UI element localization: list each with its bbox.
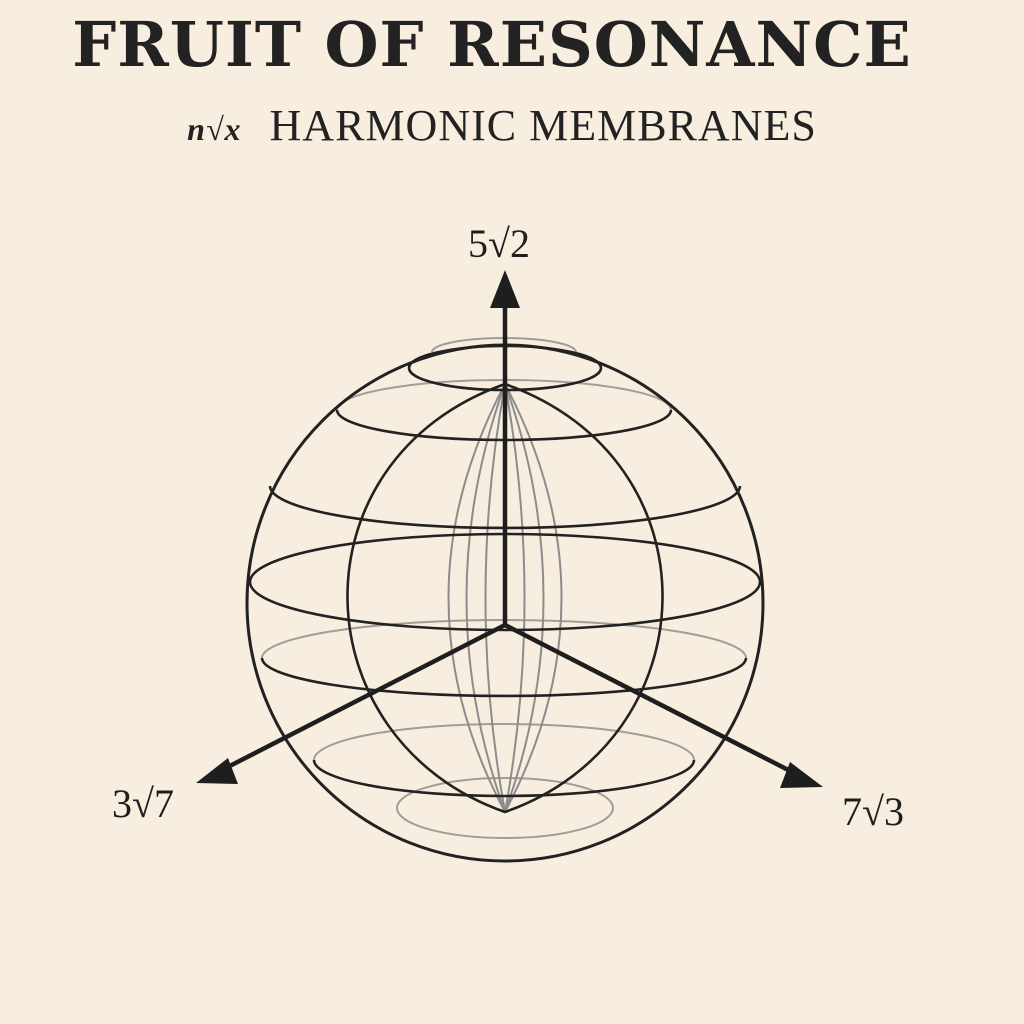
meridian-5 bbox=[504, 383, 545, 813]
axis-label-left: 3√7 bbox=[112, 781, 174, 826]
back-latitude-4 bbox=[313, 723, 695, 761]
axis-label-right: 7√3 bbox=[842, 789, 904, 834]
bottom-inner-ring bbox=[396, 777, 614, 839]
arrowhead-right bbox=[780, 762, 823, 788]
front-latitude-4 bbox=[260, 657, 748, 698]
inner-lens-outline bbox=[346, 382, 664, 814]
meridian-4 bbox=[504, 383, 526, 813]
meridian-6 bbox=[504, 383, 563, 813]
meridian-3 bbox=[484, 383, 506, 813]
front-latitude-5 bbox=[312, 759, 696, 798]
axis-left bbox=[215, 622, 508, 775]
meridian-2 bbox=[465, 383, 506, 813]
arrowhead-up bbox=[490, 270, 520, 308]
arrowhead-left bbox=[196, 758, 238, 784]
meridian-lines bbox=[447, 383, 563, 813]
axes bbox=[196, 270, 823, 788]
axis-right bbox=[502, 622, 803, 779]
subtitle-formula: n√x bbox=[187, 111, 242, 147]
meridian-1 bbox=[447, 383, 506, 813]
axis-label-top: 5√2 bbox=[468, 221, 530, 266]
back-latitude-arcs bbox=[261, 337, 747, 839]
subtitle-text: HARMONIC MEMBRANES bbox=[269, 101, 817, 150]
diagram-subtitle: n√x HARMONIC MEMBRANES bbox=[0, 100, 1004, 151]
diagram-title: FRUIT OF RESONANCE bbox=[72, 8, 912, 81]
